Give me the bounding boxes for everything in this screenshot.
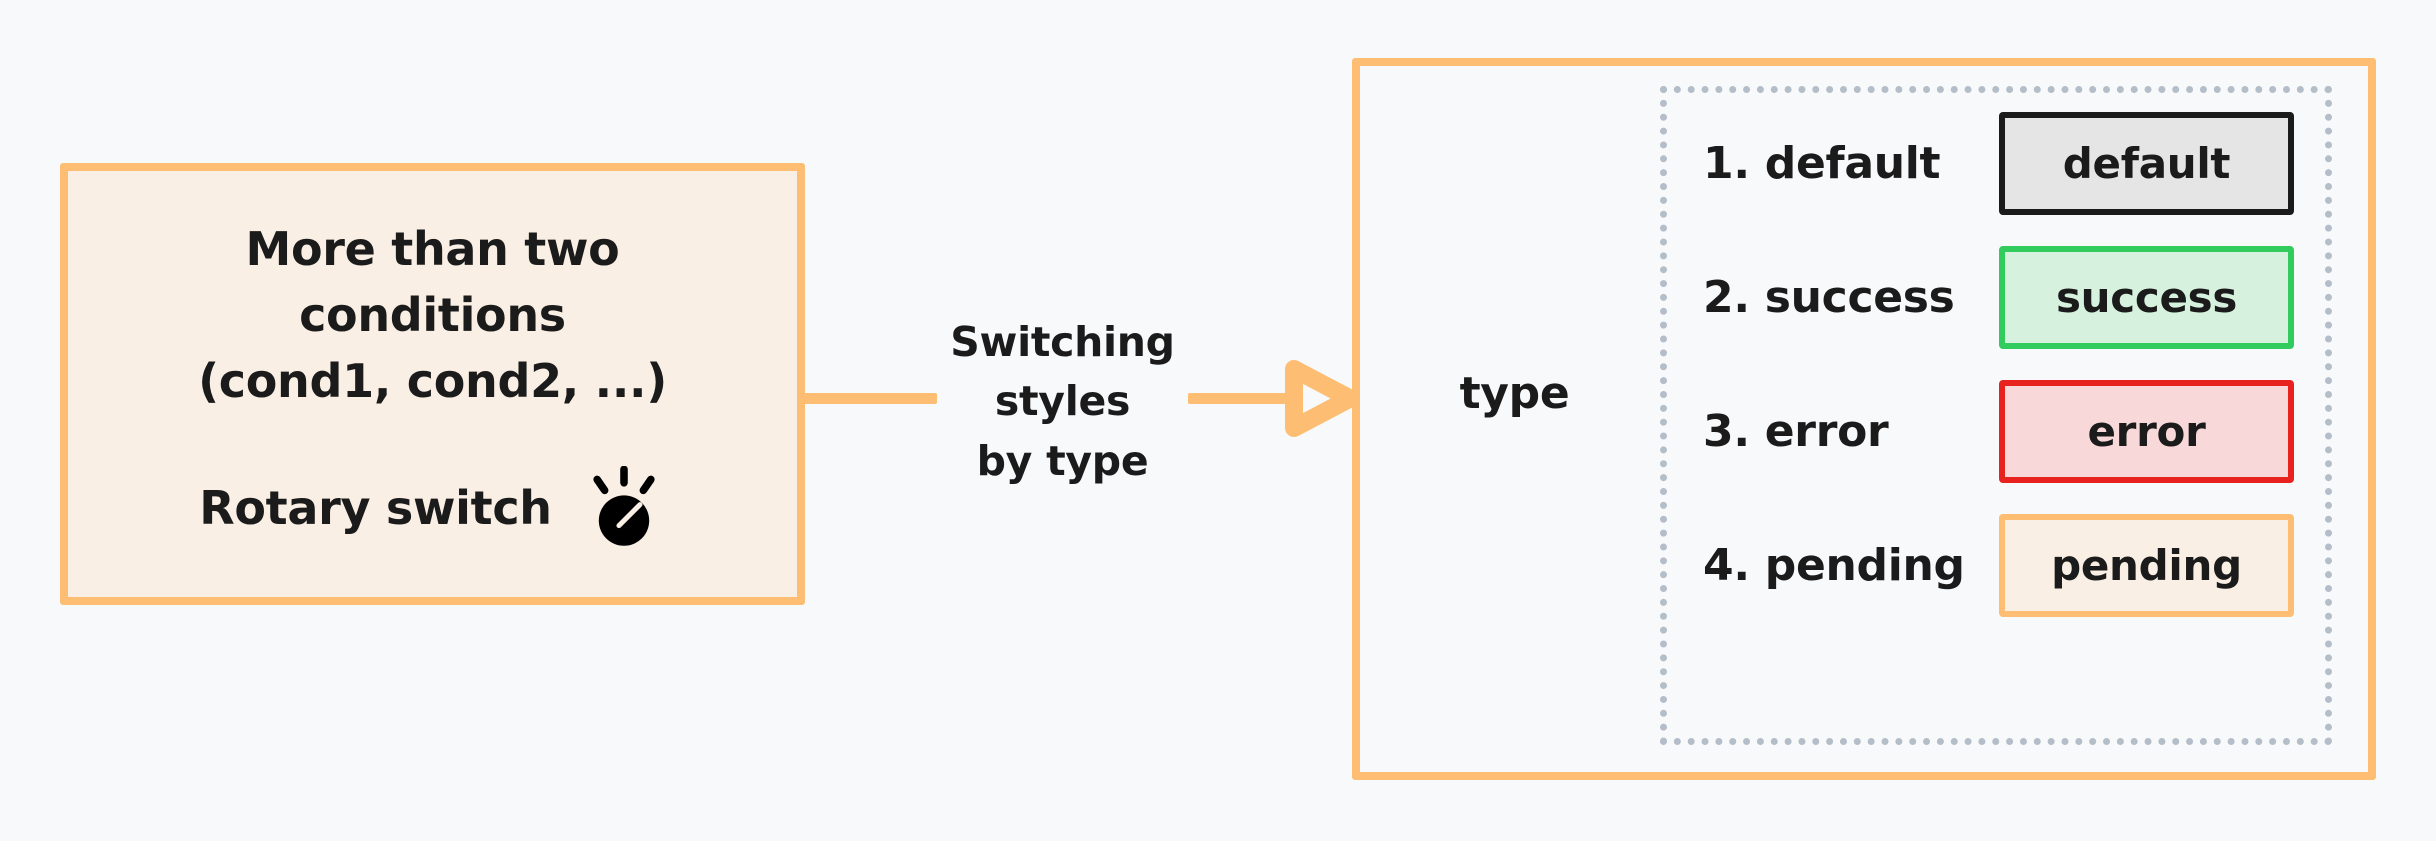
- variant-label-pending: 4. pending: [1703, 540, 1965, 591]
- variant-label-default: 1. default: [1703, 138, 1941, 189]
- edge-label: Switching styles by type: [950, 318, 1175, 485]
- list-item: 3. error error: [1703, 380, 2303, 483]
- status-badge-success[interactable]: success: [1999, 246, 2294, 349]
- variant-label-error: 3. error: [1703, 406, 1889, 457]
- rotary-knob-icon: [593, 466, 655, 547]
- variant-label-success: 2. success: [1703, 272, 1955, 323]
- condition-source-box: More than two conditions (cond1, cond2, …: [60, 163, 805, 605]
- connector-line-right: [1188, 393, 1293, 404]
- type-variants-group: [1660, 86, 2332, 745]
- list-item: 2. success success: [1703, 246, 2303, 349]
- arrow-right-icon: [1285, 360, 1359, 437]
- rotary-switch-label: Rotary switch: [199, 481, 552, 536]
- condition-source-title: More than two conditions (cond1, cond2, …: [198, 222, 667, 408]
- type-label: type: [1459, 368, 1570, 419]
- status-badge-pending[interactable]: pending: [1999, 514, 2294, 617]
- list-item: 4. pending pending: [1703, 514, 2303, 617]
- status-badge-error[interactable]: error: [1999, 380, 2294, 483]
- list-item: 1. default default: [1703, 112, 2303, 215]
- rotary-switch-row: Rotary switch: [199, 466, 666, 550]
- type-variants-list: 1. default default 2. success success 3.…: [1703, 112, 2303, 617]
- connector-line-left: [797, 393, 937, 404]
- status-badge-default[interactable]: default: [1999, 112, 2294, 215]
